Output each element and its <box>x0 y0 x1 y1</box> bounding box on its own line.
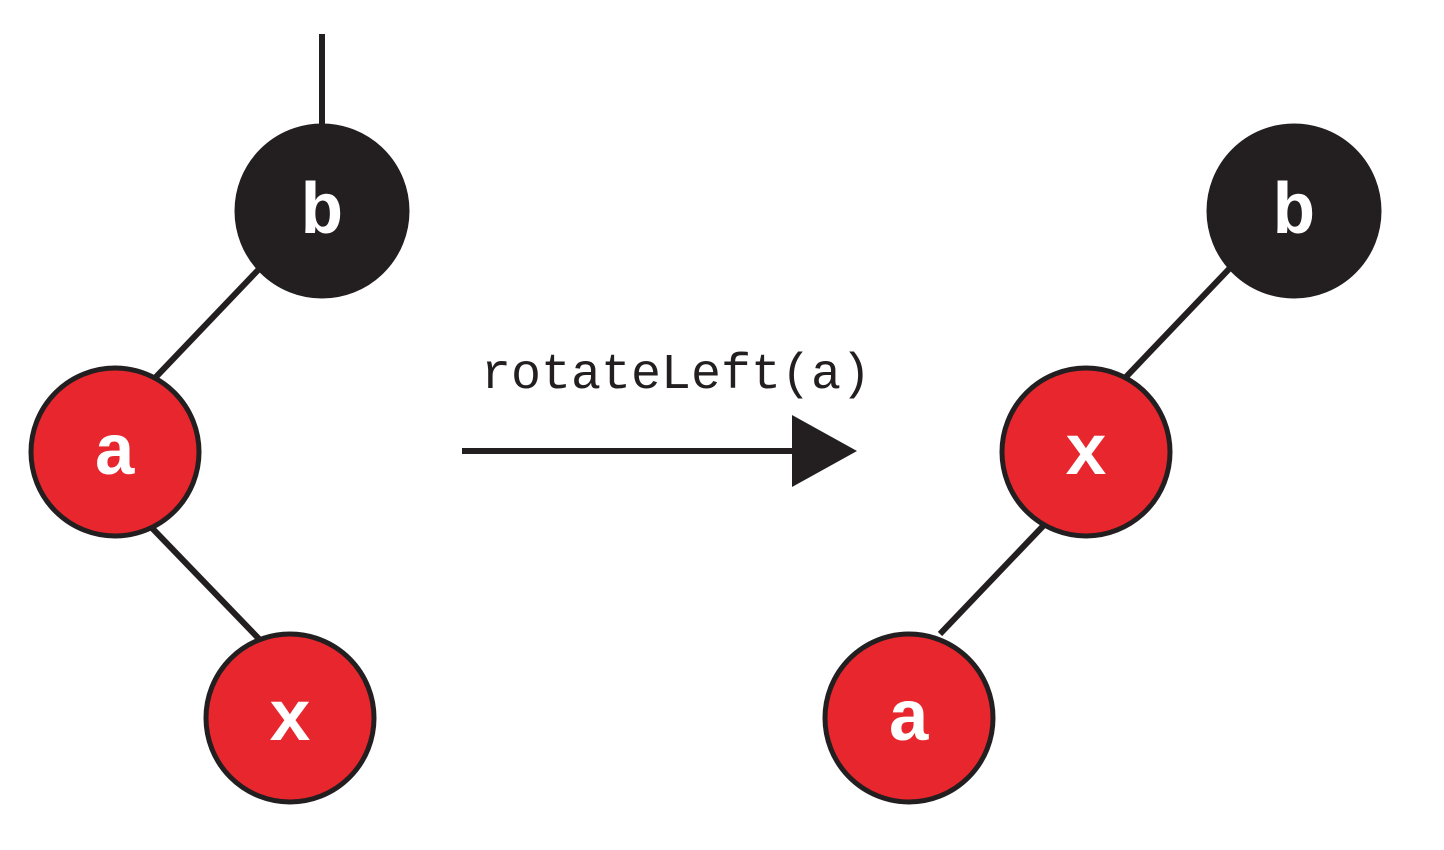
node-label: b <box>1272 173 1315 255</box>
node-label: x <box>268 680 311 762</box>
before-node-x: x <box>203 631 377 805</box>
after-tree: b x a <box>822 123 1382 805</box>
black-node-circle <box>234 123 410 299</box>
operation-label: rotateLeft(a) <box>481 347 871 404</box>
after-edge-x-a <box>937 521 1048 637</box>
node-label: a <box>887 680 930 762</box>
red-node-circle <box>999 365 1173 539</box>
black-node-circle <box>1206 123 1382 299</box>
operation-arrow: rotateLeft(a) <box>462 347 871 487</box>
red-node-circle <box>203 631 377 805</box>
red-node-circle <box>28 365 202 539</box>
node-label: a <box>93 414 136 496</box>
before-edge-a-x <box>149 525 265 645</box>
after-node-x: x <box>999 365 1173 539</box>
after-node-b: b <box>1206 123 1382 299</box>
arrow-head-icon <box>792 415 857 487</box>
before-node-a: a <box>28 365 202 539</box>
red-node-circle <box>822 631 996 805</box>
after-edge-b-x <box>1122 265 1233 381</box>
node-label: b <box>300 173 343 255</box>
node-label: x <box>1064 414 1107 496</box>
before-tree: b a x <box>28 34 410 805</box>
after-node-a: a <box>822 631 996 805</box>
before-edge-b-a <box>152 265 263 381</box>
before-node-b: b <box>234 123 410 299</box>
